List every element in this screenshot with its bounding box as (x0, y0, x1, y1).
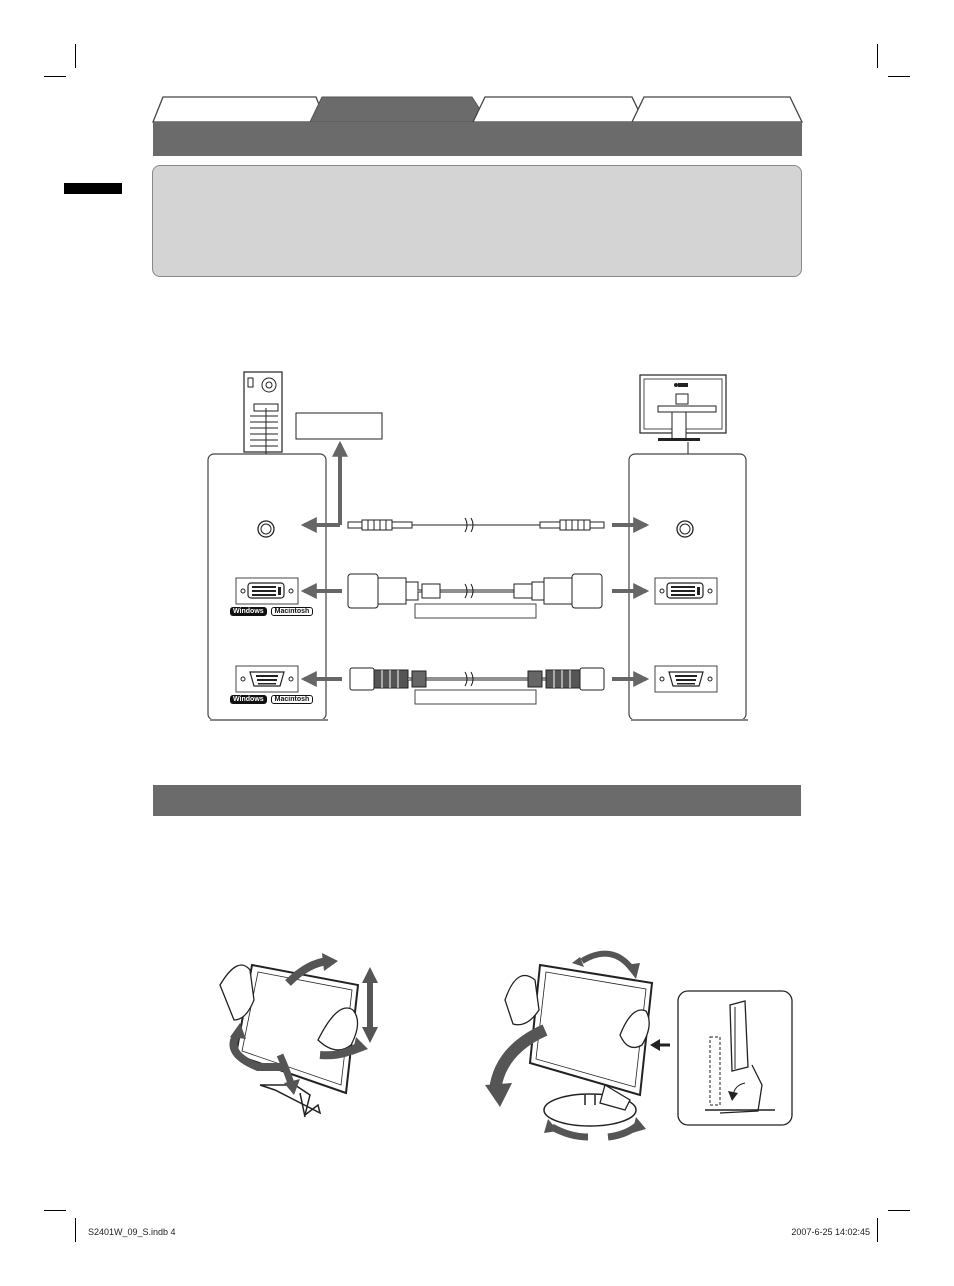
macintosh-badge: Macintosh (270, 607, 314, 616)
windows-badge: Windows (230, 607, 267, 616)
macintosh-badge: Macintosh (270, 695, 314, 704)
chapter-marker (64, 183, 122, 194)
audio-jack-monitor (676, 520, 694, 538)
note-box (152, 165, 802, 277)
footer-file-name: S2401W_09_S.indb 4 (88, 1227, 176, 1237)
crop-mark (877, 44, 878, 68)
dvi-port-monitor (654, 577, 718, 605)
windows-badge: Windows (230, 695, 267, 704)
computer-tower-icon (243, 371, 283, 454)
monitor-tilt-illustration (485, 950, 654, 1141)
audio-cable (347, 517, 605, 533)
tab-4 (630, 96, 804, 123)
crop-mark (877, 1218, 878, 1242)
dvi-cable (347, 573, 603, 619)
height-adjust-inset (650, 990, 793, 1126)
dvi-cable-label-box (414, 603, 537, 619)
monitor-swivel-illustration (219, 953, 378, 1118)
footer-timestamp: 2007-6-25 14:02:45 (791, 1227, 870, 1237)
crop-mark (75, 1218, 76, 1242)
connection-diagram (207, 371, 748, 721)
vga-cable (349, 667, 605, 705)
computer-window-box (295, 412, 383, 440)
crop-mark (888, 76, 910, 77)
vga-cable-label-box (414, 689, 537, 705)
vga-port-monitor (654, 665, 718, 693)
tab-2-active (309, 96, 489, 123)
tab-3 (471, 96, 646, 123)
dvi-port-pc (235, 577, 299, 605)
audio-jack-pc (257, 520, 275, 538)
crop-mark (888, 1210, 910, 1211)
monitor-rear-icon (639, 374, 727, 441)
adjustment-illustrations (219, 950, 793, 1141)
chapter-tabs (152, 96, 804, 156)
section-title-bar (153, 122, 802, 156)
vga-port-pc (235, 665, 299, 693)
section-title-bar-2 (153, 785, 801, 816)
crop-mark (44, 1210, 66, 1211)
crop-mark (44, 76, 66, 77)
crop-mark (75, 44, 76, 68)
tab-1 (152, 96, 327, 123)
